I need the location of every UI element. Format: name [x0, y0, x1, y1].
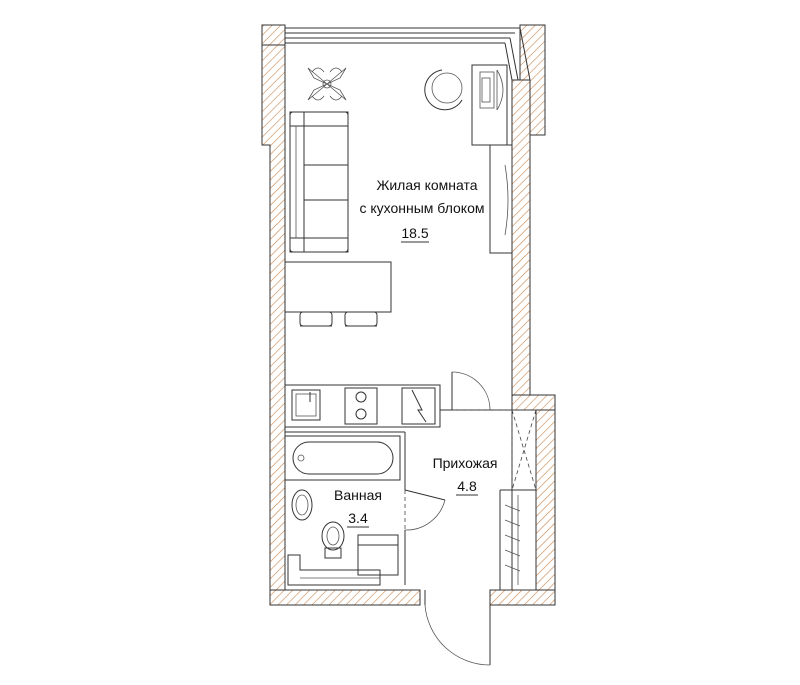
kitchen-counter [284, 384, 441, 428]
inner-outline [284, 45, 513, 590]
burner-icon [355, 408, 367, 420]
living-room-label-line2: с кухонным блоком [359, 200, 484, 216]
bath-area: 3.4 [348, 510, 368, 526]
sofa-icon [289, 111, 349, 253]
burner-icon [355, 391, 367, 403]
washbasin-icon [291, 489, 313, 521]
toilet-icon [321, 521, 345, 559]
wall-right-upper [511, 79, 531, 396]
door-living [451, 371, 512, 411]
dining-table [284, 261, 392, 327]
wall-bottom-left [269, 589, 421, 606]
wall-top [261, 24, 286, 46]
bath-label: Ванная [334, 487, 382, 503]
wall-right-cap [519, 24, 546, 136]
hall-area: 4.8 [457, 478, 477, 494]
bathtub-icon [284, 435, 401, 481]
living-room-area: 18.5 [401, 225, 428, 241]
wall-corridor-jog [511, 394, 556, 411]
exterior-walls [261, 24, 556, 606]
wall-right-lower [535, 394, 556, 606]
wall-left [261, 24, 286, 591]
bath-shelf [287, 554, 381, 586]
wall-bottom-right [489, 589, 556, 606]
hall-label: Прихожая [433, 455, 498, 471]
door-entrance [424, 590, 491, 666]
fridge-icon [401, 387, 436, 425]
sink-icon [291, 389, 321, 421]
washing-machine-icon [357, 534, 399, 576]
living-room-label-line1: Жилая комната [376, 177, 477, 193]
wardrobe-desk [471, 64, 508, 146]
armchair-icon [424, 69, 463, 111]
tv-wall-unit [489, 144, 513, 254]
plant-icon [307, 67, 347, 101]
hall-closet [499, 409, 537, 591]
door-bath [404, 489, 446, 531]
window-top [285, 27, 531, 81]
